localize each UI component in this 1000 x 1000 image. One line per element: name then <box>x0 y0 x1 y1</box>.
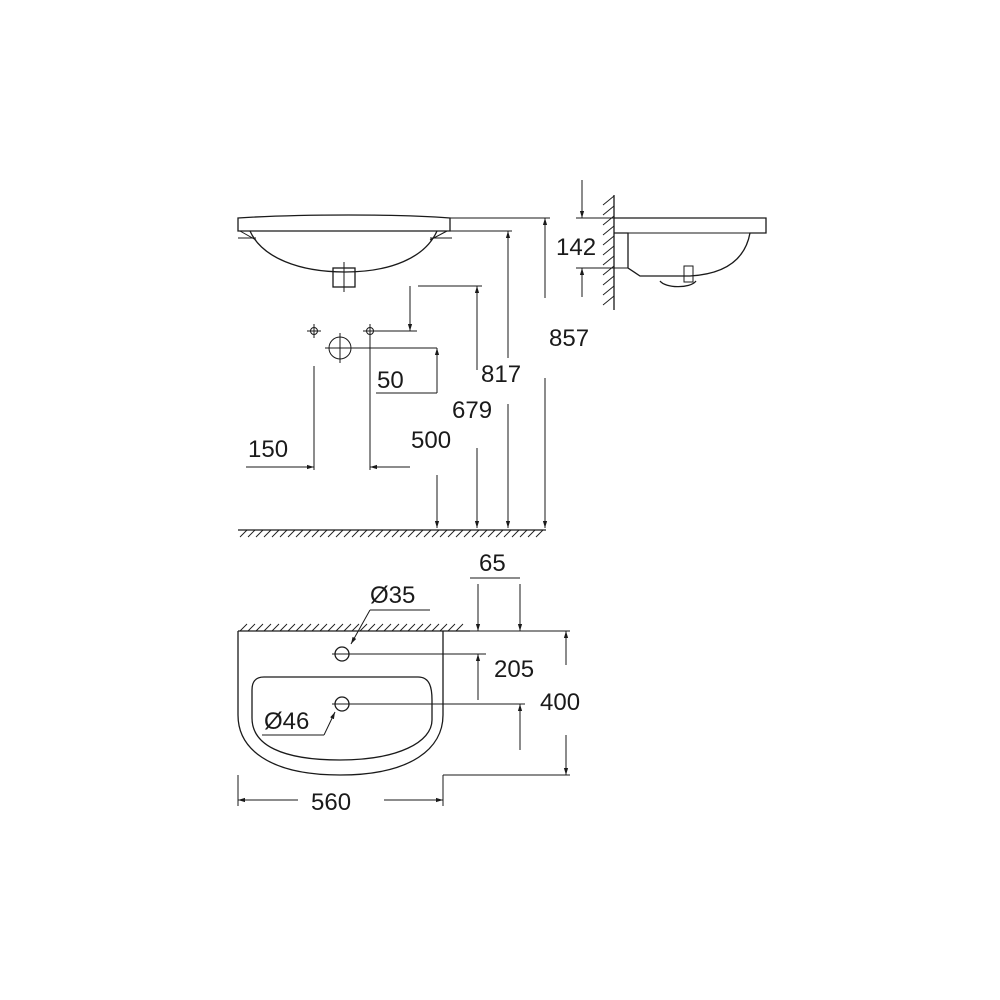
fixing-hole-left <box>307 324 321 338</box>
dim-label-d46: Ø46 <box>264 708 309 735</box>
dim-label-d35: Ø35 <box>370 582 415 609</box>
side-elevation-view: 142 <box>556 180 767 310</box>
dim-label-65: 65 <box>479 550 506 577</box>
dim-label-142: 142 <box>556 234 596 261</box>
dim-label-857: 857 <box>549 325 589 352</box>
plan-view: Ø35 Ø46 65 205 400 560 <box>237 550 580 816</box>
dim-label-817: 817 <box>481 361 521 388</box>
dim-label-500: 500 <box>411 427 451 454</box>
basin-bowl <box>249 230 438 273</box>
dim-label-679: 679 <box>452 397 492 424</box>
front-elevation-view: 50 150 500 679 817 857 <box>237 214 589 538</box>
fixing-hole-right <box>363 324 417 338</box>
dim-label-150: 150 <box>248 436 288 463</box>
floor-line <box>238 529 546 538</box>
waste-connection-circle <box>325 333 437 363</box>
dim-label-560: 560 <box>311 789 351 816</box>
basin-plan-bowl <box>251 676 433 761</box>
dim-label-205: 205 <box>494 656 534 683</box>
basin-plan-outline <box>237 631 444 776</box>
dim-label-400: 400 <box>540 689 580 716</box>
dim-label-50: 50 <box>377 367 404 394</box>
basin-side-profile <box>614 217 767 277</box>
basin-rim <box>237 214 451 232</box>
plan-wall-line <box>238 623 470 632</box>
